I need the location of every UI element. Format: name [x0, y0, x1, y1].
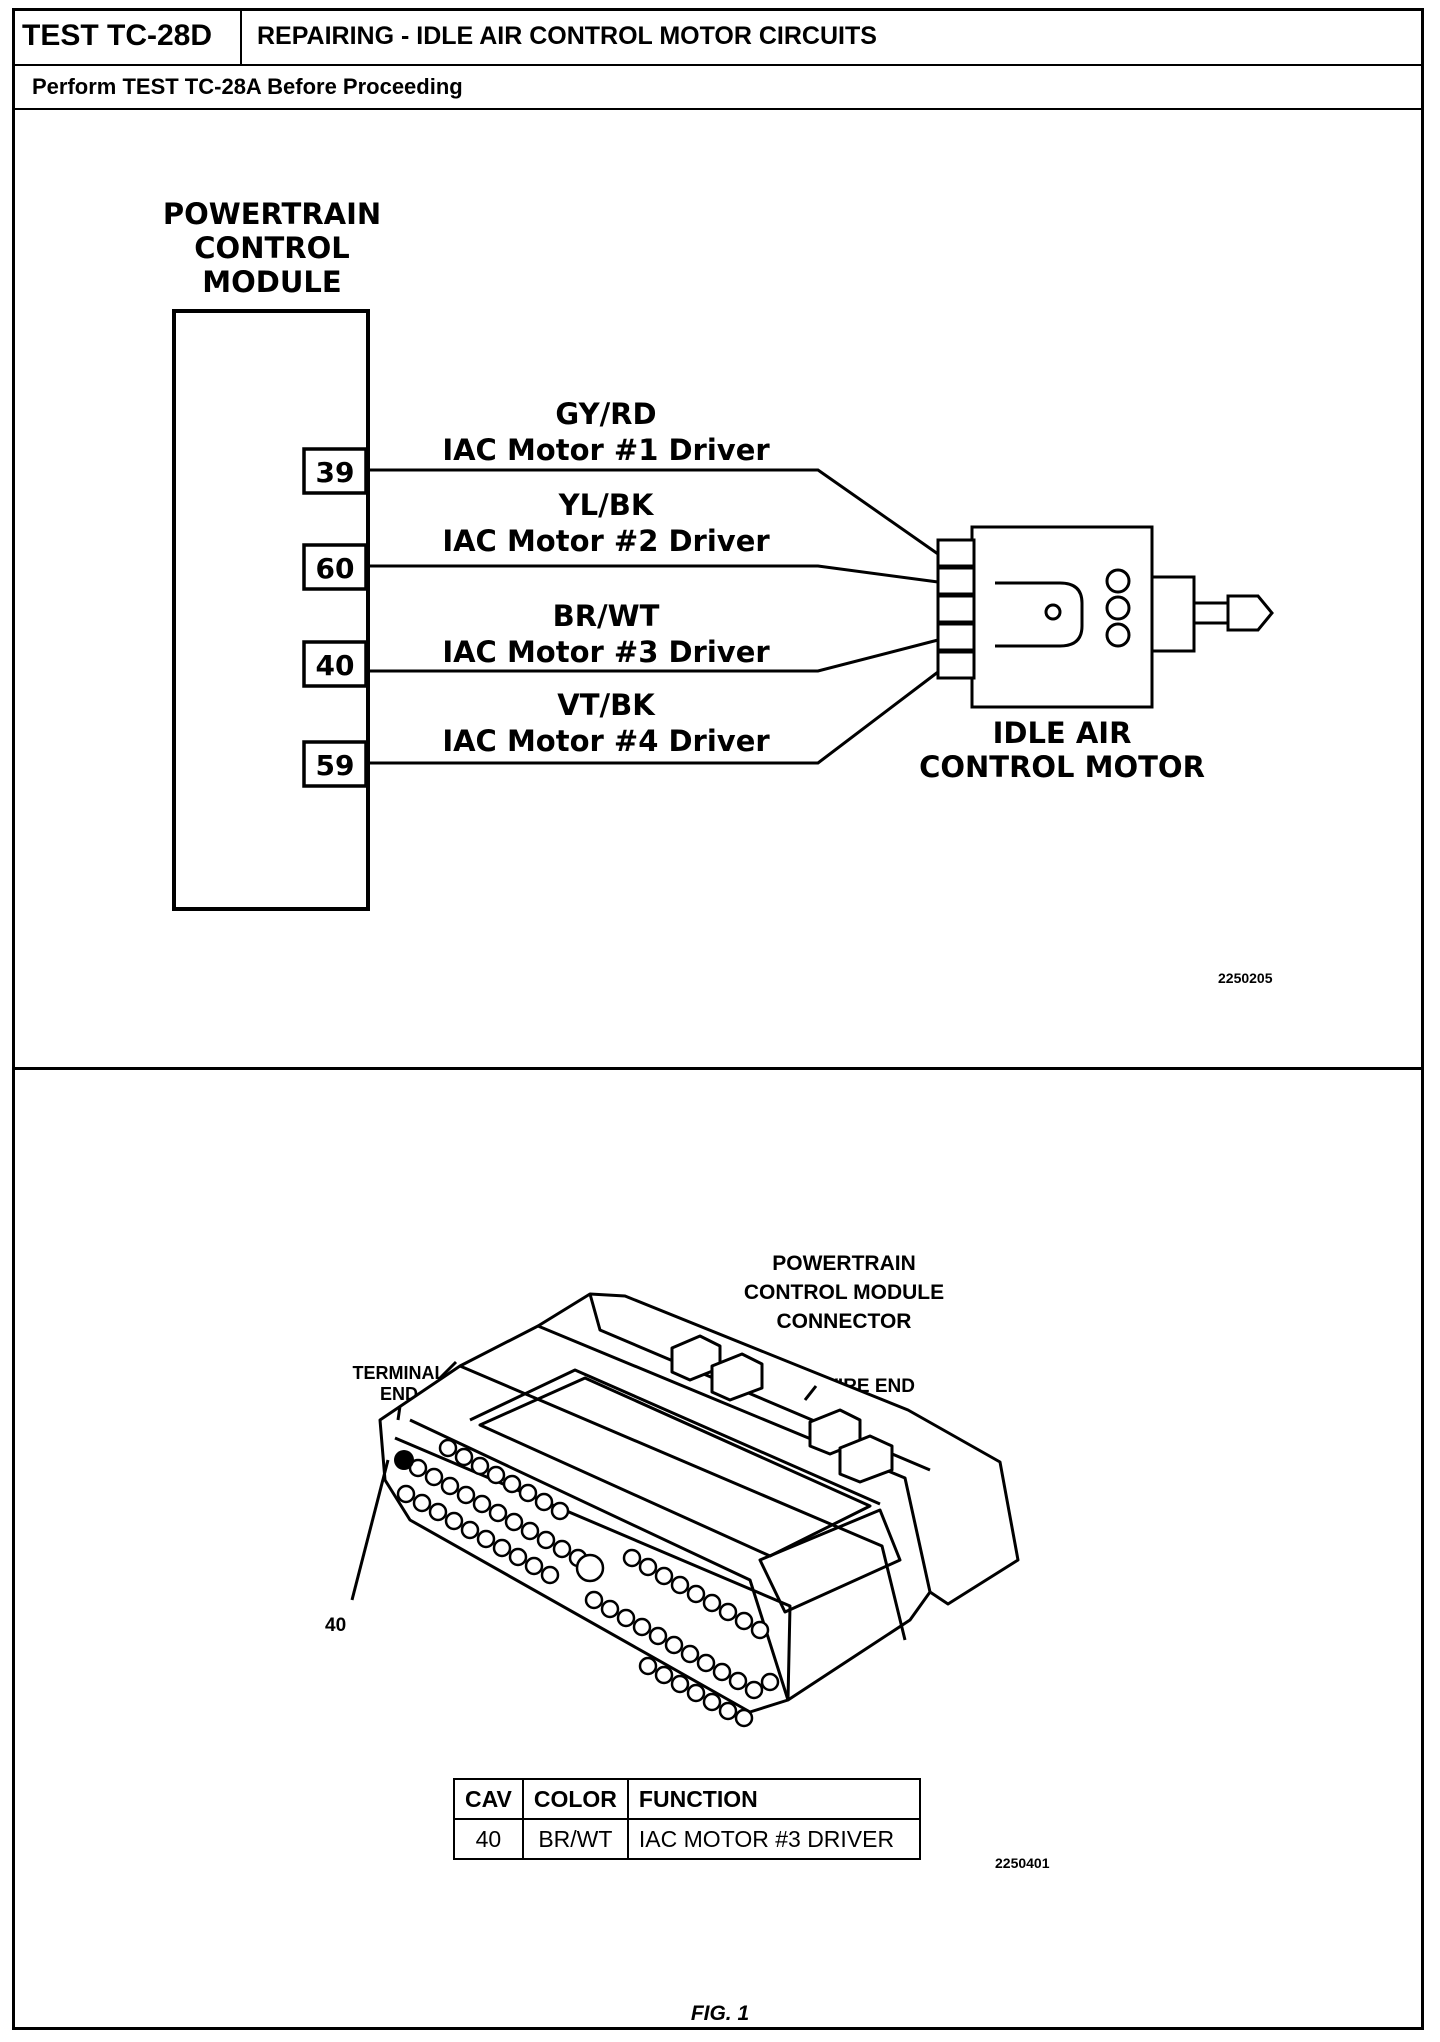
module-label: POWERTRAIN CONTROL MODULE	[163, 197, 381, 299]
iac-motor-symbol	[936, 525, 1274, 709]
wire-color-label: GY/RD	[555, 397, 656, 431]
wire-color-label: VT/BK	[557, 688, 656, 722]
pin-box	[302, 640, 368, 688]
page-frame	[12, 8, 1424, 2030]
figure-id: 2250205	[1218, 970, 1273, 986]
motor-label-line: CONTROL MOTOR	[919, 750, 1205, 784]
module-label-line: CONTROL	[194, 231, 349, 265]
table-header-row: CAV COLOR FUNCTION	[453, 1778, 921, 1820]
pin-number: 60	[316, 552, 355, 585]
pin-cavities	[396, 1438, 780, 1728]
terminal-end-label: TERMINAL	[353, 1363, 446, 1383]
wire-path	[368, 638, 939, 673]
wire-path	[368, 670, 939, 765]
module-label-line: POWERTRAIN	[163, 197, 381, 231]
wire-color-label: BR/WT	[553, 599, 660, 633]
cavity-callout: 40	[325, 1615, 346, 1636]
pin-box	[302, 543, 368, 591]
motor-label: IDLE AIR CONTROL MOTOR	[919, 716, 1205, 784]
table-cell: IAC MOTOR #3 DRIVER	[626, 1818, 921, 1860]
section-divider	[12, 1067, 1424, 1070]
table-header: COLOR	[521, 1778, 629, 1820]
wire-function-label: IAC Motor #1 Driver	[442, 433, 770, 467]
lock-tab	[710, 1352, 764, 1402]
cavity-40-marker	[394, 1450, 414, 1470]
table-row: 40 BR/WT IAC MOTOR #3 DRIVER	[453, 1818, 921, 1860]
table-cell: 40	[453, 1818, 524, 1860]
cavity-table-wrap: CAV COLOR FUNCTION 40 BR/WT IAC MOTOR #3…	[453, 1778, 921, 1860]
wire-function-label: IAC Motor #3 Driver	[442, 635, 770, 669]
page-title: REPAIRING - IDLE AIR CONTROL MOTOR CIRCU…	[257, 22, 877, 50]
pin-number: 59	[316, 749, 355, 782]
lock-tab	[838, 1434, 894, 1484]
wire-function-label: IAC Motor #2 Driver	[442, 524, 770, 558]
wiring-diagram: POWERTRAIN CONTROL MODULE 39 60 40 59 GY…	[163, 197, 1274, 986]
header-row: TEST TC-28D REPAIRING - IDLE AIR CONTROL…	[12, 8, 1424, 66]
prerequisite-note: Perform TEST TC-28A Before Proceeding	[12, 66, 1424, 110]
wire-path	[368, 468, 939, 556]
wire-path	[368, 564, 939, 584]
table-cell: BR/WT	[521, 1818, 629, 1860]
pin-box	[302, 447, 368, 495]
pcm-box	[172, 309, 370, 911]
figure-caption: FIG. 1	[690, 2002, 750, 2025]
motor-label-line: IDLE AIR	[993, 716, 1132, 750]
pin-number: 40	[316, 649, 355, 682]
figure-id: 2250401	[995, 1855, 1050, 1871]
connector-title-line: CONTROL MODULE	[744, 1281, 944, 1304]
table-header: CAV	[453, 1778, 524, 1820]
table-header: FUNCTION	[626, 1778, 921, 1820]
pin-box	[302, 740, 368, 788]
test-id: TEST TC-28D	[12, 8, 242, 64]
wire-function-label: IAC Motor #4 Driver	[442, 724, 770, 758]
connector-title-line: CONNECTOR	[777, 1310, 912, 1333]
wire-color-label: YL/BK	[558, 488, 655, 522]
cavity-table: CAV COLOR FUNCTION 40 BR/WT IAC MOTOR #3…	[453, 1778, 921, 1860]
pin-number: 39	[316, 456, 355, 489]
connector-title-line: POWERTRAIN	[772, 1252, 916, 1275]
module-label-line: MODULE	[202, 265, 341, 299]
connector-title: POWERTRAIN CONTROL MODULE CONNECTOR	[744, 1252, 944, 1333]
